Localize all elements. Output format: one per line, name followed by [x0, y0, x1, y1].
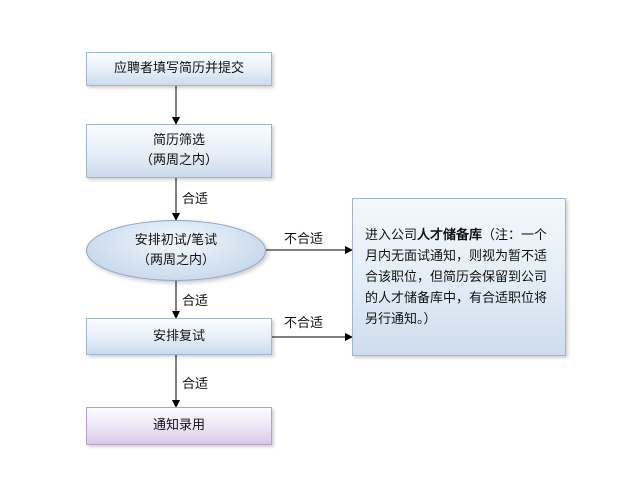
edge-label-fail-2: 不合适: [284, 316, 324, 331]
edge-label-fail-1: 不合适: [284, 232, 324, 247]
resume-screening-label: 简历筛选: [152, 133, 205, 148]
first-interview-duration: （两周之内）: [136, 252, 215, 268]
hire-notice-node: 通知录用: [86, 407, 272, 445]
hire-notice-label: 通知录用: [152, 418, 205, 433]
first-interview-label: 安排初试/笔试: [134, 232, 218, 248]
resume-screening-node: 简历筛选 （两周之内）: [86, 124, 272, 178]
talent-pool-prefix: 进入公司: [365, 228, 418, 243]
talent-pool-highlight: 人才储备库: [417, 228, 483, 243]
second-interview-label: 安排复试: [152, 328, 205, 344]
second-interview-node: 安排复试: [86, 318, 272, 355]
resume-screening-duration: （两周之内）: [139, 153, 218, 168]
submit-resume-node: 应聘者填写简历并提交: [86, 52, 272, 86]
edge-label-pass-2: 合适: [182, 294, 209, 309]
talent-pool-note: （注：一个月内无面试通知，则视为暂不适合该职位，但简历会保留到公司的人才储备库中…: [365, 228, 548, 327]
edge-label-pass-3: 合适: [182, 377, 209, 392]
talent-pool-node: 进入公司人才储备库（注：一个月内无面试通知，则视为暂不适合该职位，但简历会保留到…: [352, 198, 566, 356]
submit-resume-label: 应聘者填写简历并提交: [113, 61, 244, 76]
first-interview-node: 安排初试/笔试 （两周之内）: [86, 220, 266, 281]
edge-label-pass-1: 合适: [182, 192, 209, 207]
